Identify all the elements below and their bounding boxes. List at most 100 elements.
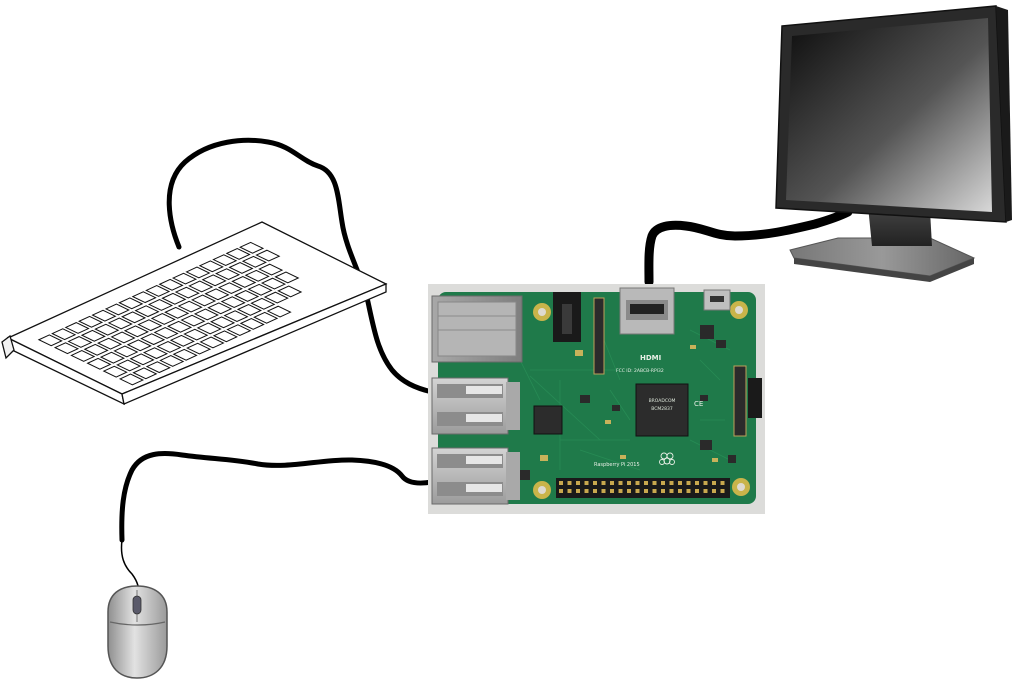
keyboard-key xyxy=(53,342,80,355)
keyboard-key xyxy=(113,345,139,358)
camera-connector xyxy=(593,297,605,375)
keyboard-key xyxy=(172,348,198,361)
pcb-trace xyxy=(519,359,541,401)
keyboard-icon xyxy=(1,221,388,406)
keyboard-key xyxy=(129,353,155,366)
smd-component xyxy=(612,405,620,411)
keyboard-key xyxy=(258,263,284,276)
gpio-pin xyxy=(703,481,708,485)
gpio-pin xyxy=(686,489,691,493)
keyboard-key xyxy=(64,322,90,334)
hdmi-label: HDMI xyxy=(640,354,661,362)
keyboard-key xyxy=(188,280,214,293)
keyboard-key xyxy=(118,297,144,310)
gpio-pin xyxy=(703,489,708,493)
smd-component xyxy=(728,455,736,463)
keyboard-key xyxy=(212,330,238,343)
keyboard-key xyxy=(223,310,249,323)
keyboard-key xyxy=(156,341,182,353)
smd-component xyxy=(716,340,726,348)
keyboard-key xyxy=(220,296,246,309)
keyboard-key xyxy=(260,277,287,290)
gpio-header xyxy=(556,478,730,498)
smd-component xyxy=(605,420,611,424)
gpio-pin xyxy=(627,489,631,493)
keyboard-key xyxy=(131,291,157,304)
gpio-pin xyxy=(567,489,572,493)
gpio-pin xyxy=(635,481,640,485)
keyboard-cable xyxy=(166,137,435,395)
keyboard-key xyxy=(210,316,236,329)
keyboard-key xyxy=(134,305,160,318)
smd-component xyxy=(700,395,708,401)
keyboard-key xyxy=(236,304,263,316)
smd-component xyxy=(540,455,548,461)
gpio-pin xyxy=(678,489,682,493)
keyboard-key xyxy=(241,255,267,268)
keyboard-key xyxy=(97,337,123,350)
soc-chip: BROADCOM BCM2837 xyxy=(635,383,689,437)
keyboard-key xyxy=(51,328,77,341)
gpio-pin xyxy=(610,489,614,493)
svg-text:BCM2837: BCM2837 xyxy=(651,406,673,412)
gpio-pin xyxy=(610,481,614,485)
audio-jack xyxy=(553,292,581,342)
gpio-pin xyxy=(559,481,563,485)
keyboard-key xyxy=(204,288,230,301)
cables xyxy=(119,137,853,597)
keyboard-key xyxy=(166,320,193,333)
keyboard-key xyxy=(159,355,185,367)
gpio-pin xyxy=(644,481,648,485)
keyboard-key xyxy=(215,268,241,281)
mouse-cable xyxy=(119,451,435,543)
keyboard-key xyxy=(145,285,171,297)
mouse-body xyxy=(107,585,168,679)
usb-controller-chip xyxy=(533,405,563,435)
raspberry-pi-board-icon: BROADCOM BCM2837 HDMI FCC ID: 2ABCB-RPI3… xyxy=(428,284,765,514)
keyboard-key xyxy=(231,276,257,288)
keyboard-key xyxy=(83,343,109,356)
keyboard-key xyxy=(263,291,289,304)
hdmi-port xyxy=(619,287,675,335)
gpio-pin xyxy=(601,489,606,493)
keyboard-key xyxy=(247,283,273,296)
monitor-screen xyxy=(786,18,992,212)
gpio-pin xyxy=(720,481,725,485)
gpio-pin xyxy=(627,481,631,485)
smd-component xyxy=(700,440,712,450)
keyboard-key xyxy=(169,334,195,347)
smd-component xyxy=(580,395,590,403)
gpio-pin xyxy=(584,489,589,493)
keyboard-key xyxy=(70,350,96,362)
model-label: Raspberry Pi 2015 xyxy=(594,462,640,468)
smd-components xyxy=(520,325,736,480)
gpio-pin xyxy=(618,481,623,485)
keyboard-key xyxy=(118,373,145,386)
display-connector xyxy=(733,365,747,437)
gpio-pin xyxy=(601,481,606,485)
keyboard-key xyxy=(255,249,281,262)
mouse-icon xyxy=(107,585,168,679)
keyboard-key xyxy=(77,315,104,328)
gpio-pin xyxy=(720,489,725,493)
usb-port-lower xyxy=(431,447,520,505)
keyboard-key xyxy=(277,285,303,298)
smd-component xyxy=(520,470,530,480)
keyboard-key xyxy=(185,266,211,279)
keyboard-key xyxy=(67,336,93,348)
ce-label: CE xyxy=(694,400,703,408)
gpio-pin xyxy=(618,489,623,493)
gpio-pin xyxy=(576,481,580,485)
keyboard-key xyxy=(86,357,112,370)
keyboard-key xyxy=(250,297,276,310)
pcb-trace xyxy=(699,359,721,381)
gpio-pin xyxy=(644,489,648,493)
keyboard-key xyxy=(91,309,117,322)
micro-usb-port xyxy=(703,289,731,311)
keyboard-key xyxy=(121,311,147,324)
smd-component xyxy=(690,345,696,349)
keyboard-key xyxy=(171,272,198,285)
keyboard-keys xyxy=(37,241,303,386)
keyboard-key xyxy=(140,333,166,346)
